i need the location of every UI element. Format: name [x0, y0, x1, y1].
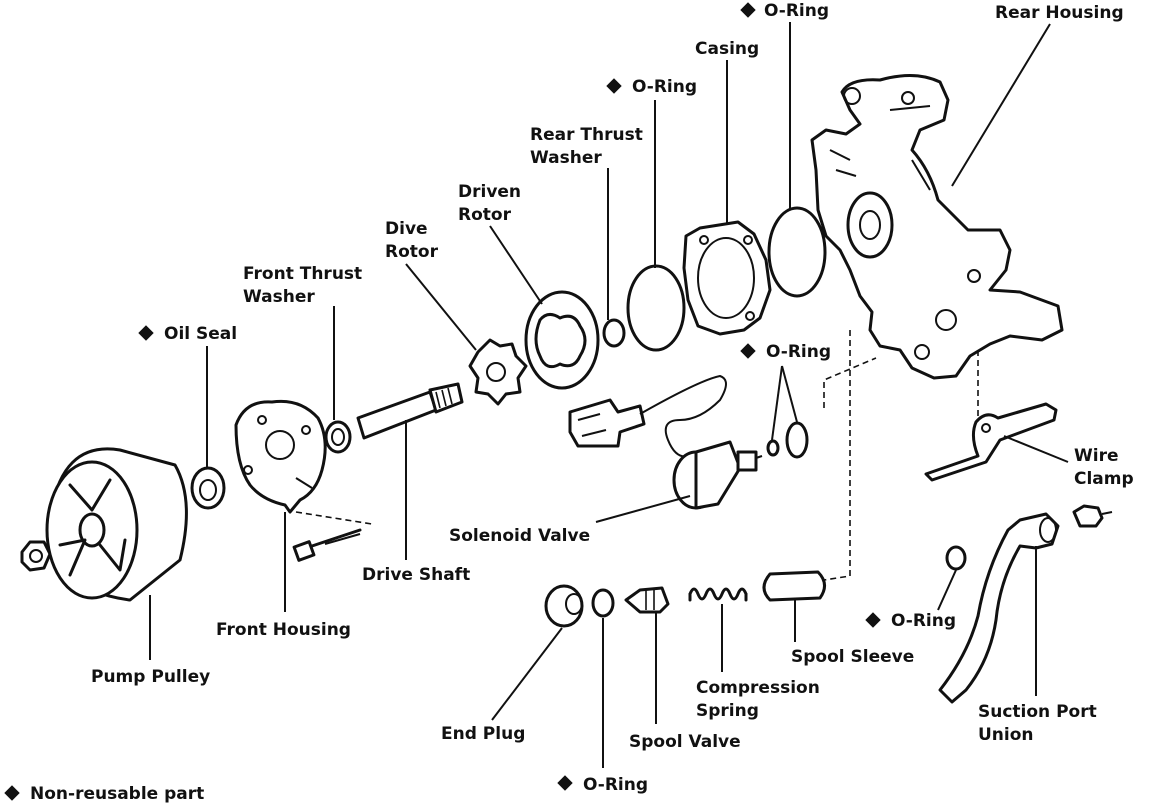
label-text-line2: Washer [243, 287, 315, 307]
label-end-plug: End Plug [441, 724, 525, 744]
spool-sleeve [762, 570, 826, 602]
casing [682, 220, 772, 336]
black-diamond-icon [4, 785, 20, 801]
o-ring-small-pair [766, 421, 809, 459]
label-o-ring-3: O-Ring [740, 342, 831, 362]
driven-rotor [524, 290, 600, 390]
label-wire-clamp: Wire Clamp [1074, 446, 1134, 489]
black-diamond-icon [606, 78, 622, 94]
label-front-housing: Front Housing [216, 620, 351, 640]
label-text-line1: Suction Port [978, 702, 1097, 722]
label-text: O-Ring [583, 775, 648, 795]
label-text-line2: Union [978, 725, 1034, 745]
o-ring-bottom [591, 588, 615, 618]
wire-clamp [924, 402, 1058, 482]
label-text-line2: Washer [530, 148, 602, 168]
label-rear-thrust-washer: Rear Thrust Washer [530, 125, 643, 168]
rear-housing [810, 74, 1064, 380]
dashed-guide-2 [823, 330, 851, 581]
legend-text: Non-reusable part [30, 784, 204, 804]
label-compression-spring: Compression Spring [696, 678, 820, 721]
label-text-line1: Wire [1074, 446, 1119, 466]
label-front-thrust-washer: Front Thrust Washer [243, 264, 362, 307]
end-plug [544, 584, 584, 628]
dashed-guide-4 [295, 511, 373, 525]
solenoid-connector [568, 374, 727, 458]
label-text-line1: Front Thrust [243, 264, 362, 284]
label-text: O-Ring [764, 1, 829, 21]
housing-bolt [292, 528, 362, 562]
leader-lines [149, 22, 1069, 768]
label-solenoid-valve: Solenoid Valve [449, 526, 590, 546]
dashed-guide-1 [823, 357, 877, 408]
label-text-line2: Rotor [385, 242, 439, 262]
rear-thrust-washer [602, 318, 626, 348]
o-ring-suction [945, 545, 967, 571]
label-o-ring-4: O-Ring [865, 611, 956, 631]
label-suction-port-union: Suction Port Union [978, 702, 1097, 745]
drive-shaft [356, 382, 464, 440]
label-o-ring-5: O-Ring [557, 775, 648, 795]
spool-valve [624, 586, 670, 614]
label-text-line2: Rotor [458, 205, 512, 225]
black-diamond-icon [557, 775, 573, 791]
o-ring-large-2 [767, 206, 827, 298]
label-spool-sleeve: Spool Sleeve [791, 647, 914, 667]
label-pump-pulley: Pump Pulley [91, 667, 210, 687]
label-text-line1: Dive [385, 219, 428, 239]
front-thrust-washer [324, 420, 352, 454]
solenoid-valve [672, 440, 763, 510]
label-drive-shaft: Drive Shaft [362, 565, 470, 585]
label-text-line1: Driven [458, 182, 521, 202]
label-driven-rotor: Driven Rotor [458, 182, 521, 225]
front-housing [234, 399, 327, 514]
label-dive-rotor: Dive Rotor [385, 219, 439, 262]
label-text: Oil Seal [164, 324, 237, 344]
o-ring-large-1 [626, 264, 686, 352]
drive-rotor [468, 338, 528, 406]
pulley-nut [20, 540, 52, 572]
suction-port-union [938, 512, 1060, 704]
label-text-line1: Rear Thrust [530, 125, 643, 145]
label-casing: Casing [695, 39, 759, 59]
label-text: O-Ring [891, 611, 956, 631]
label-text: O-Ring [766, 342, 831, 362]
label-text-line2: Clamp [1074, 469, 1134, 489]
label-text: O-Ring [632, 77, 697, 97]
compression-spring [688, 587, 748, 602]
label-o-ring-top: O-Ring [740, 1, 829, 21]
black-diamond-icon [865, 612, 881, 628]
label-text-line2: Spring [696, 701, 759, 721]
pump-pulley [45, 447, 188, 602]
label-o-ring-2: O-Ring [606, 77, 697, 97]
black-diamond-icon [740, 2, 756, 18]
label-spool-valve: Spool Valve [629, 732, 741, 752]
black-diamond-icon [138, 325, 154, 341]
label-oil-seal: Oil Seal [138, 324, 237, 344]
legend: Non-reusable part [4, 784, 204, 804]
oil-seal [190, 466, 226, 510]
union-bolt [1072, 504, 1113, 528]
label-text-line1: Compression [696, 678, 820, 698]
black-diamond-icon [740, 343, 756, 359]
label-rear-housing: Rear Housing [995, 3, 1124, 23]
